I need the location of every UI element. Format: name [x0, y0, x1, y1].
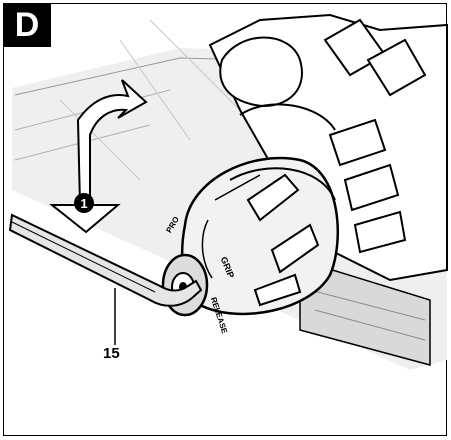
- drill-body: [208, 13, 448, 282]
- step-marker-badge: 1: [74, 193, 94, 213]
- hex-key-tool: [8, 213, 203, 307]
- step-marker-number: 1: [80, 196, 87, 211]
- panel-letter-badge: D: [3, 3, 51, 47]
- keyless-chuck: [161, 156, 339, 317]
- callout-label: 15: [103, 345, 120, 362]
